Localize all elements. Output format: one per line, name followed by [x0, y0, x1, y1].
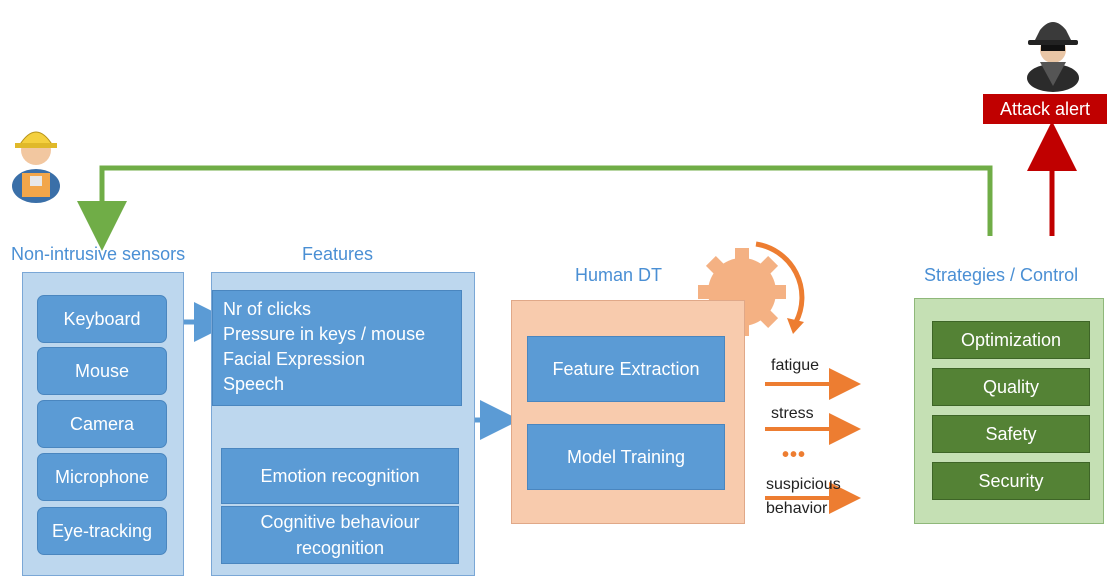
- features-title: Features: [302, 244, 374, 264]
- sensors-title: Non-intrusive sensors: [11, 244, 186, 264]
- sensor-mouse: Mouse: [37, 347, 167, 395]
- human-dt-panel: [511, 300, 745, 524]
- sensor-camera: Camera: [37, 400, 167, 448]
- strategy-optimization: Optimization: [932, 321, 1090, 359]
- hacker-icon: [1027, 22, 1079, 92]
- attack-alert-badge: Attack alert: [983, 94, 1107, 124]
- feature-item: Facial Expression: [223, 349, 366, 369]
- feature-item: Nr of clicks: [223, 299, 312, 319]
- human-dt-title: Human DT: [575, 265, 663, 285]
- feedback-loop-line: [77, 165, 993, 251]
- feature-item: Speech: [223, 374, 285, 394]
- strategies-title: Strategies / Control: [924, 265, 1079, 285]
- sensor-keyboard: Keyboard: [37, 295, 167, 343]
- feature-list: Nr of clicks Pressure in keys / mouse Fa…: [212, 290, 462, 406]
- cognitive-line-2: recognition: [295, 538, 385, 558]
- sensor-eye-tracking: Eye-tracking: [37, 507, 167, 555]
- feature-extraction-box: Feature Extraction: [527, 336, 725, 402]
- suspicious-label: suspicious: [766, 476, 841, 493]
- worker-icon: [12, 131, 60, 203]
- sensor-microphone: Microphone: [37, 453, 167, 501]
- behavior-label: behavior: [766, 500, 828, 517]
- cognitive-line-1: Cognitive behaviour: [260, 512, 420, 532]
- feature-item: Pressure in keys / mouse: [223, 324, 426, 344]
- emotion-recognition-box: Emotion recognition: [221, 448, 459, 504]
- strategy-safety: Safety: [932, 415, 1090, 453]
- strategy-security: Security: [932, 462, 1090, 500]
- stress-label: stress: [771, 405, 814, 422]
- gear-icon: [698, 241, 805, 336]
- ellipsis-label: •••: [782, 444, 807, 466]
- strategy-quality: Quality: [932, 368, 1090, 406]
- fatigue-label: fatigue: [771, 357, 820, 374]
- cognitive-recognition-box: Cognitive behaviour recognition: [221, 506, 459, 564]
- model-training-box: Model Training: [527, 424, 725, 490]
